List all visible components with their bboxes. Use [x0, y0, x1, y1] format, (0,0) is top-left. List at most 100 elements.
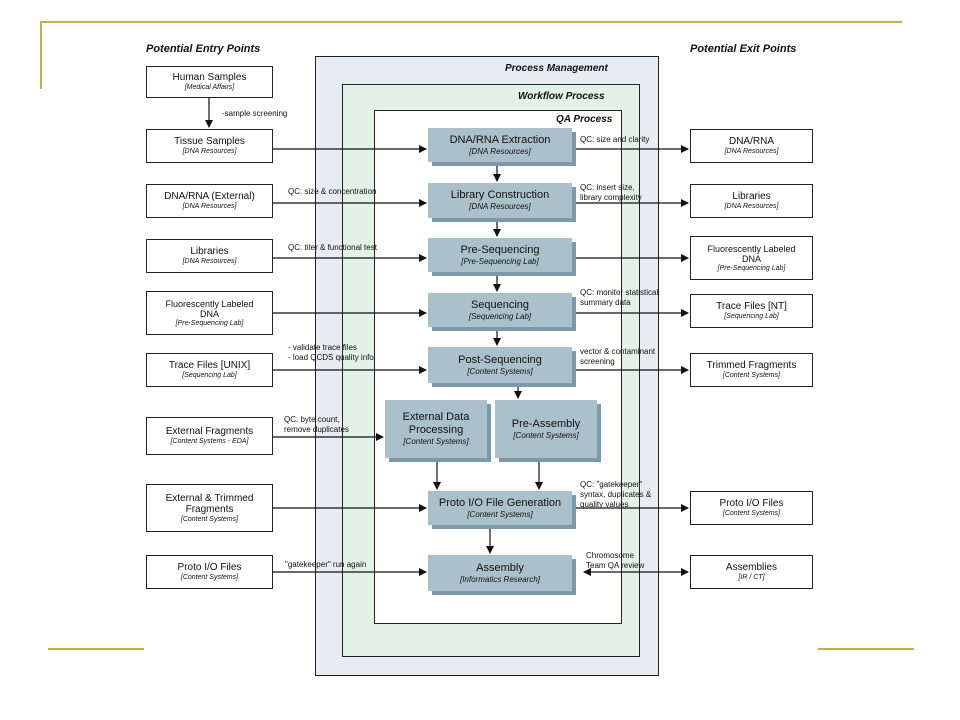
note-summary-data: summary data	[580, 298, 631, 307]
note-library-complexity: library complexity	[580, 193, 642, 202]
exit-title: DNA/RNA	[728, 136, 774, 147]
entry-title: Fluorescently Labeled DNA	[165, 298, 254, 319]
step-proto-io-file-generation: Proto I/O File Generation [Content Syste…	[428, 491, 572, 525]
step-post-sequencing: Post-Sequencing [Content Systems]	[428, 347, 572, 383]
step-sequencing: Sequencing [Sequencing Lab]	[428, 293, 572, 327]
entry-dna-rna-external: DNA/RNA (External) [DNA Resources]	[146, 184, 273, 218]
exit-owner: [Content Systems]	[722, 372, 781, 379]
exit-owner: [Pre-Sequencing Lab]	[717, 264, 786, 272]
note-load-qcds: - load QCDS quality info	[288, 353, 374, 362]
entry-title: External Fragments	[165, 426, 254, 437]
entry-tissue-samples: Tissue Samples [DNA Resources]	[146, 129, 273, 163]
step-owner: [Content Systems]	[403, 437, 469, 446]
step-dna-rna-extraction: DNA/RNA Extraction [DNA Resources]	[428, 128, 572, 162]
entry-title: External & Trimmed Fragments	[165, 492, 254, 515]
workflow-process-label: Workflow Process	[518, 91, 605, 102]
step-owner: [Content Systems]	[467, 366, 533, 376]
step-library-construction: Library Construction [DNA Resources]	[428, 183, 572, 218]
step-pre-sequencing: Pre-Sequencing [Pre-Sequencing Lab]	[428, 238, 572, 272]
step-owner: [Sequencing Lab]	[468, 311, 532, 321]
step-owner: [DNA Resources]	[469, 146, 531, 156]
note-quality-values: quality values	[580, 500, 629, 509]
note-sample-screening: -sample screening	[222, 109, 288, 118]
step-title: Proto I/O File Generation	[438, 496, 562, 509]
note-qc-gatekeeper: QC: "gatekeeper"	[580, 480, 643, 489]
entry-owner: [Content Systems]	[180, 574, 239, 581]
step-owner: [Content Systems]	[467, 509, 533, 519]
qa-process-label: QA Process	[556, 114, 613, 125]
note-qc-size-concentration: QC: size & concentration	[288, 187, 377, 196]
exit-dna-rna: DNA/RNA [DNA Resources]	[690, 129, 813, 163]
entry-title: Tissue Samples	[174, 136, 245, 147]
entry-external-fragments: External Fragments [Content Systems - ED…	[146, 417, 273, 455]
note-vector: vector & contaminant	[580, 347, 656, 356]
exit-fluorescently-labeled-dna: Fluorescently Labeled DNA [Pre-Sequencin…	[690, 236, 813, 280]
entry-trace-files-unix: Trace Files [UNIX] [Sequencing Lab]	[146, 353, 273, 387]
step-title: DNA/RNA Extraction	[449, 133, 551, 146]
entry-fluorescently-labeled-dna: Fluorescently Labeled DNA [Pre-Sequencin…	[146, 291, 273, 335]
entry-human-samples: Human Samples [Medical Affairs]	[146, 66, 273, 98]
step-pre-assembly: Pre-Assembly [Content Systems]	[495, 400, 597, 458]
exit-title: Proto I/O Files	[719, 498, 784, 509]
top-rule	[40, 21, 902, 23]
step-owner: [Pre-Sequencing Lab]	[461, 256, 539, 266]
note-validate-trace: - validate trace files	[288, 343, 357, 352]
bottom-rule-right	[818, 648, 914, 650]
step-external-data-processing: External Data Processing [Content System…	[385, 400, 487, 458]
exit-owner: [IR / CT]	[738, 574, 765, 581]
note-chromosome: Chromosome	[586, 551, 635, 560]
entry-points-header: Potential Entry Points	[146, 43, 261, 55]
exit-trace-files-nt: Trace Files [NT] [Sequencing Lab]	[690, 294, 813, 328]
entry-owner: [DNA Resources]	[182, 148, 237, 155]
entry-title: DNA/RNA (External)	[164, 191, 255, 202]
note-remove-duplicates: remove duplicates	[284, 425, 349, 434]
exit-assemblies: Assemblies [IR / CT]	[690, 555, 813, 589]
entry-owner: [Content Systems]	[180, 515, 239, 523]
step-title: Pre-Sequencing	[460, 243, 540, 256]
exit-trimmed-fragments: Trimmed Fragments [Content Systems]	[690, 353, 813, 387]
exit-points-header: Potential Exit Points	[690, 43, 797, 55]
exit-title: Fluorescently Labeled DNA	[707, 243, 796, 264]
entry-proto-io-files: Proto I/O Files [Content Systems]	[146, 555, 273, 589]
note-team-qa: Team QA review	[586, 561, 645, 570]
step-title: Sequencing	[470, 298, 530, 311]
exit-title: Assemblies	[725, 562, 778, 573]
note-qc-byte-count: QC: byte count,	[284, 415, 340, 424]
entry-owner: [Content Systems - EDA]	[170, 438, 249, 445]
entry-title: Human Samples	[172, 72, 247, 83]
entry-title: Trace Files [UNIX]	[168, 360, 251, 371]
note-qc-size-clarity: QC: size and clarity	[580, 135, 650, 144]
note-qc-monitor: QC: monitor statistical	[580, 288, 659, 297]
exit-proto-io-files: Proto I/O Files [Content Systems]	[690, 491, 813, 525]
note-screening: screening	[580, 357, 615, 366]
exit-owner: [DNA Resources]	[724, 148, 779, 155]
step-owner: [Content Systems]	[513, 430, 579, 440]
entry-title: Proto I/O Files	[177, 562, 242, 573]
step-owner: [Informatics Research]	[459, 574, 541, 584]
step-title: Library Construction	[450, 189, 550, 201]
entry-owner: [DNA Resources]	[182, 258, 237, 265]
exit-title: Trace Files [NT]	[716, 301, 787, 312]
process-management-label: Process Management	[505, 63, 608, 74]
step-title: Post-Sequencing	[458, 353, 542, 366]
step-title: External Data Processing	[402, 411, 470, 436]
note-syntax-duplicates: syntax, duplicates &	[580, 490, 652, 499]
step-title: Assembly	[476, 561, 524, 574]
exit-owner: [Sequencing Lab]	[724, 313, 779, 320]
exit-libraries: Libraries [DNA Resources]	[690, 184, 813, 218]
left-rule	[40, 21, 42, 89]
entry-libraries: Libraries [DNA Resources]	[146, 239, 273, 273]
entry-owner: [DNA Resources]	[182, 203, 237, 210]
exit-title: Trimmed Fragments	[706, 360, 797, 371]
entry-owner: [Pre-Sequencing Lab]	[175, 319, 244, 327]
exit-owner: [Content Systems]	[722, 510, 781, 517]
step-assembly: Assembly [Informatics Research]	[428, 555, 572, 591]
bottom-rule-left	[48, 648, 144, 650]
note-qc-insert-size: QC: insert size,	[580, 183, 635, 192]
entry-owner: [Sequencing Lab]	[182, 372, 237, 379]
note-gatekeeper-again: "gatekeeper" run again	[285, 560, 367, 569]
step-title: Pre-Assembly	[511, 417, 581, 430]
step-owner: [DNA Resources]	[469, 202, 531, 211]
exit-title: Libraries	[732, 191, 771, 202]
